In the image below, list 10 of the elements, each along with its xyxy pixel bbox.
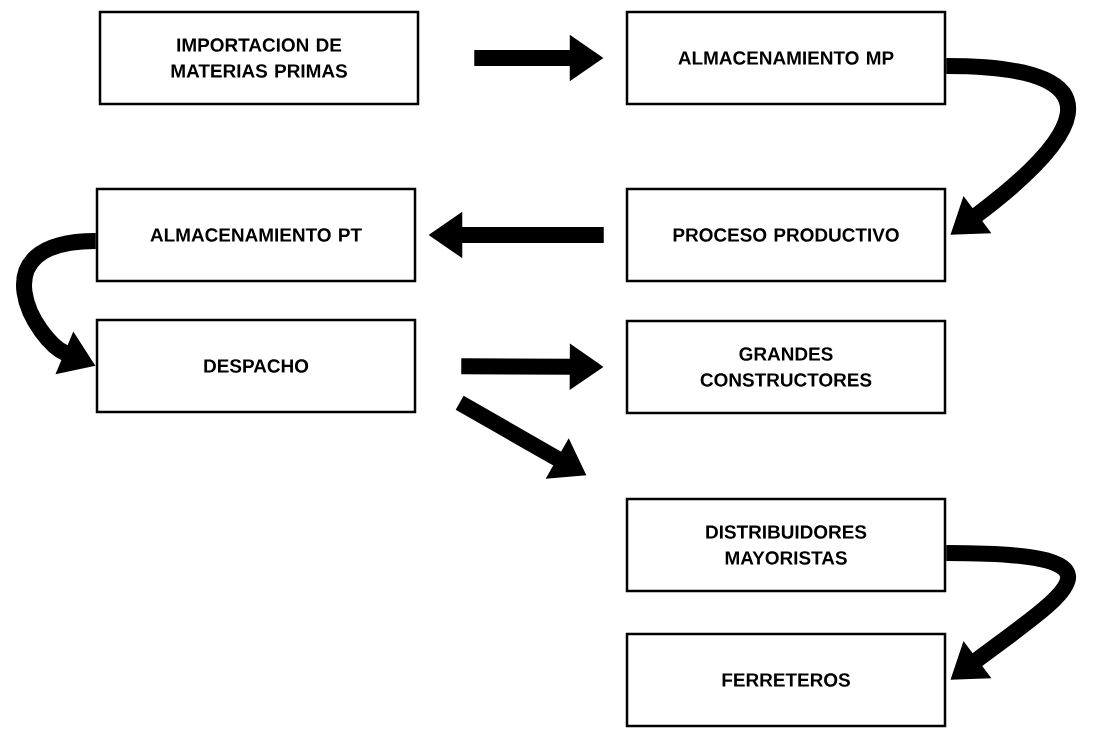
process-box: DESPACHO xyxy=(95,318,417,414)
process-box: PROCESO PRODUCTIVO xyxy=(625,187,947,283)
block-arrow xyxy=(945,57,1076,235)
process-box: ALMACENAMIENTO MP xyxy=(625,10,947,106)
process-box: DISTRIBUIDORES MAYORISTAS xyxy=(625,497,947,593)
process-box: ALMACENAMIENTO PT xyxy=(95,187,417,283)
block-arrow xyxy=(946,544,1076,680)
process-box: GRANDES CONSTRUCTORES xyxy=(625,319,947,415)
process-box: IMPORTACION DE MATERIAS PRIMAS xyxy=(98,10,420,106)
process-box: FERRETEROS xyxy=(625,632,947,728)
